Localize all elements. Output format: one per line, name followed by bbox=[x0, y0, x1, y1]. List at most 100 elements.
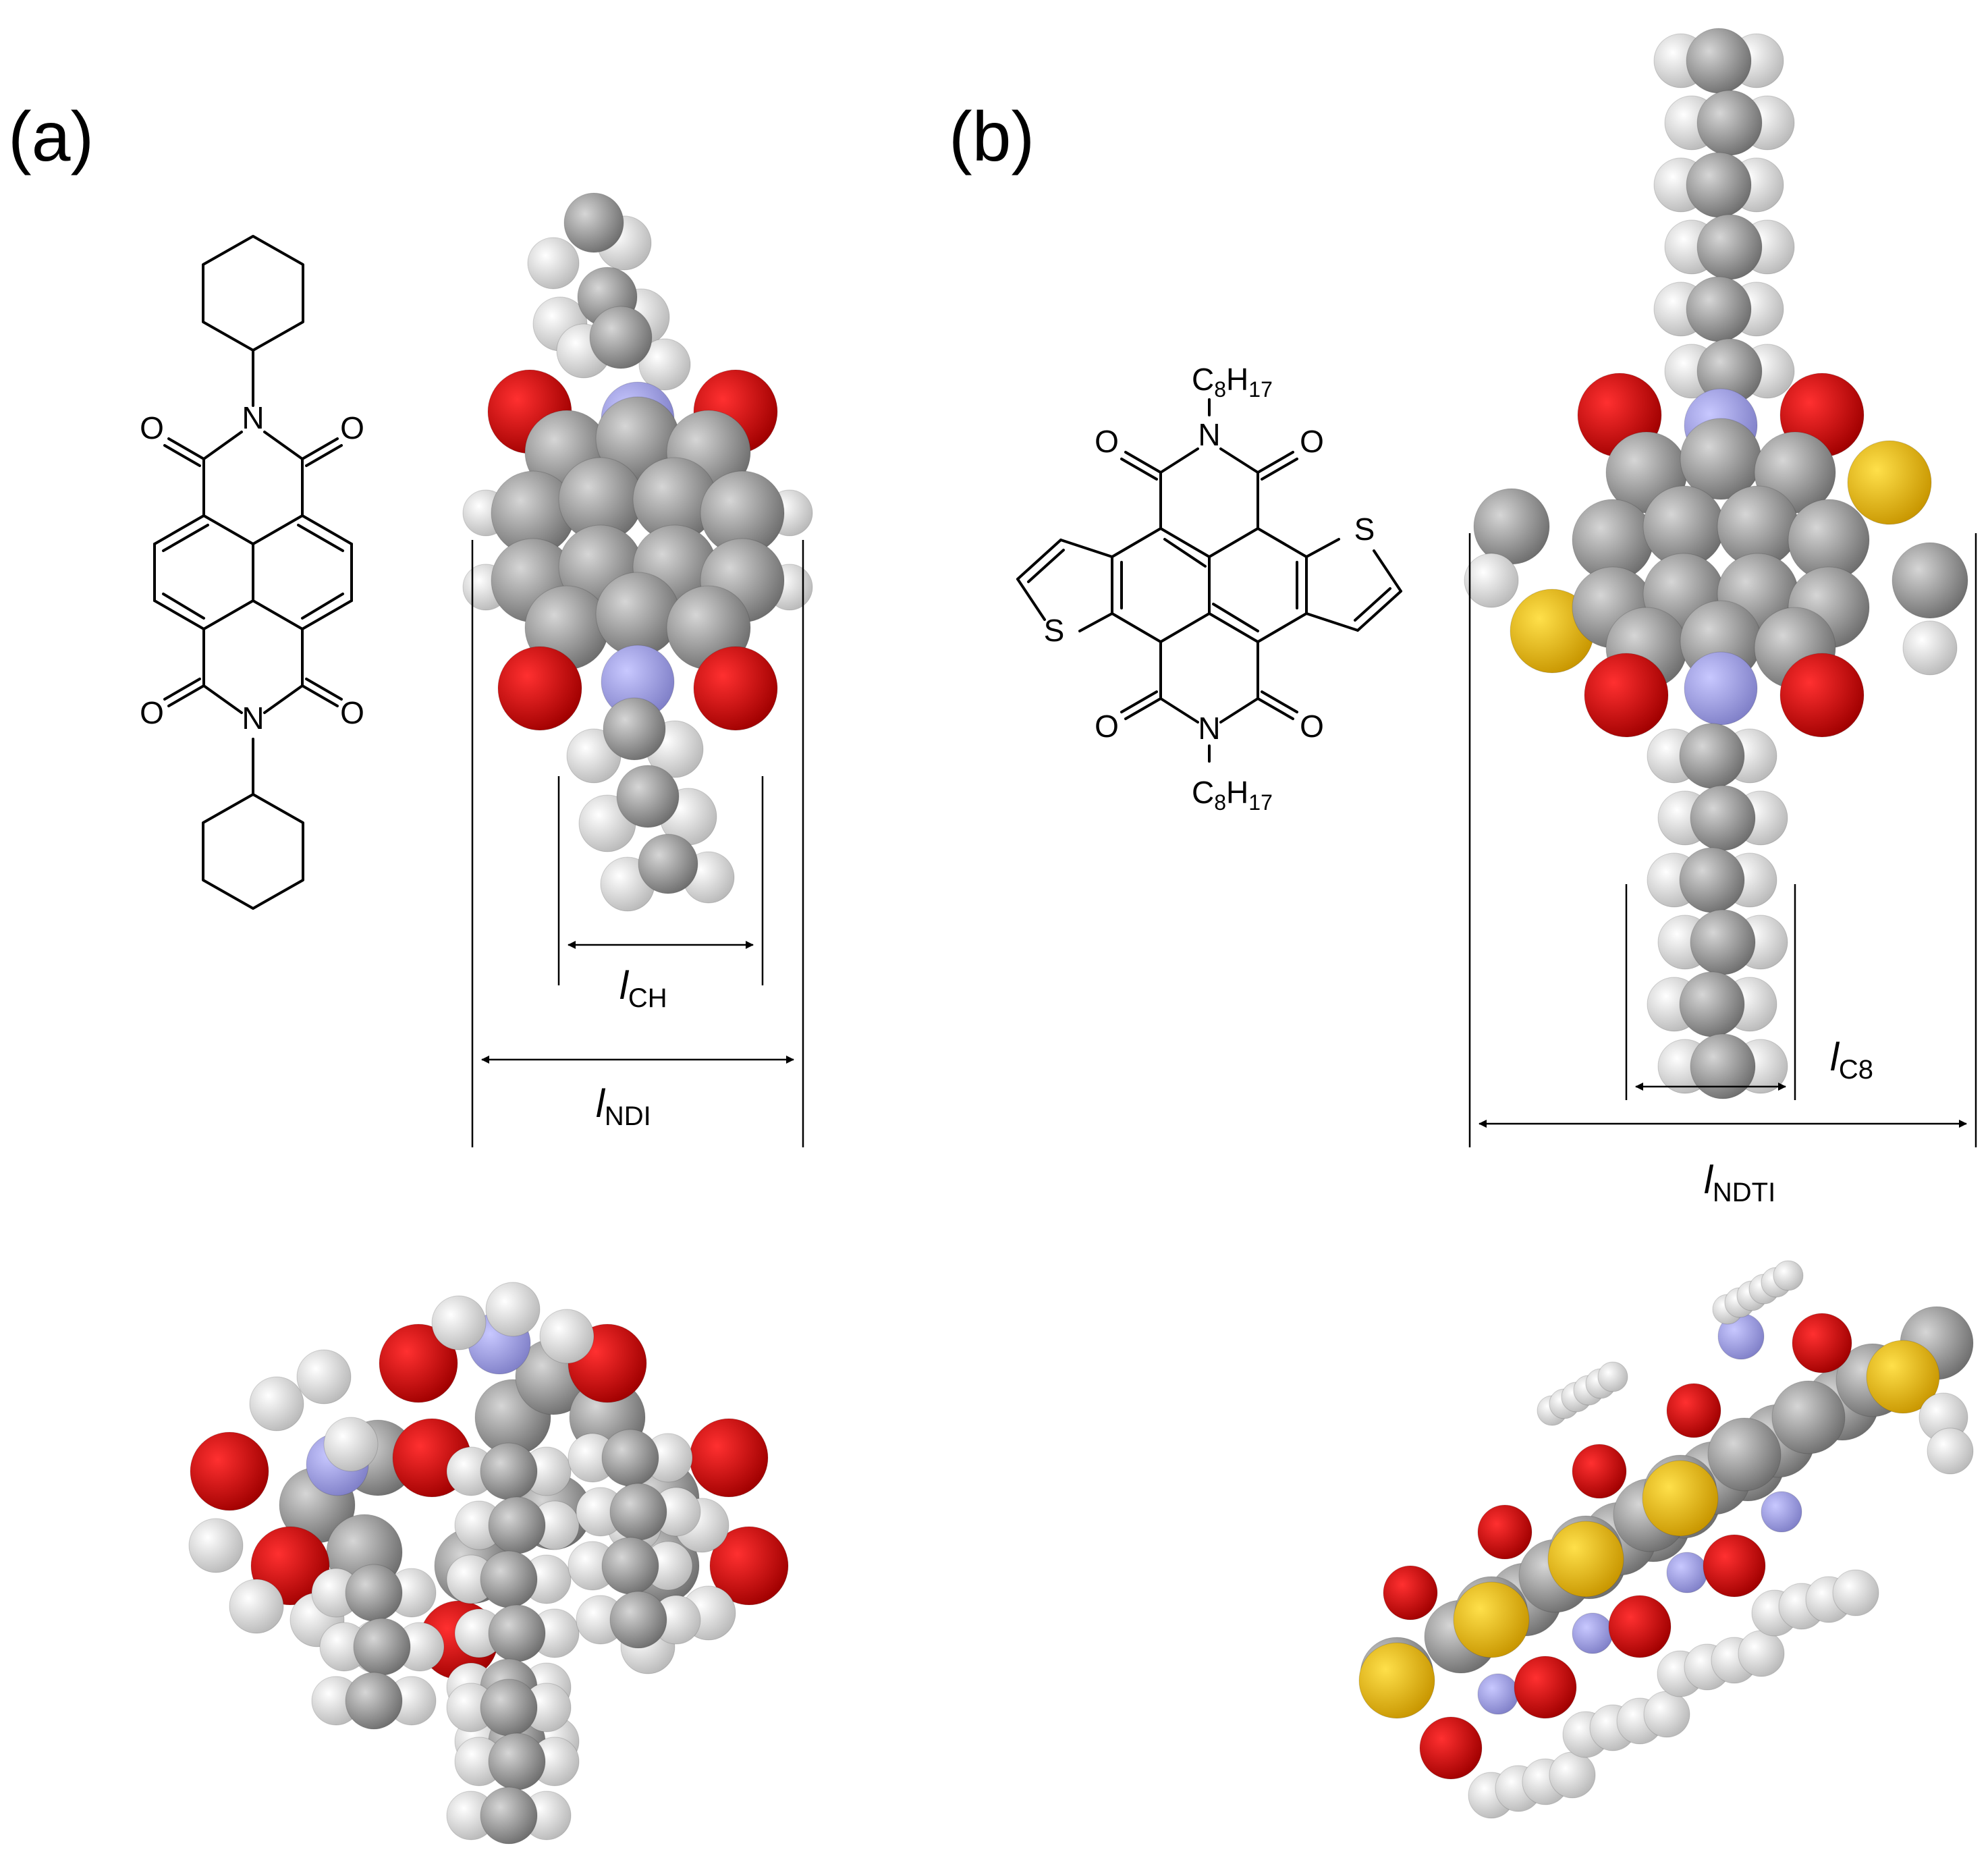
atom-o-bl: O bbox=[140, 695, 164, 730]
cyclohexane-ring-bottom bbox=[202, 793, 304, 910]
ndi-crystal-packing bbox=[188, 1282, 789, 1845]
carbon-atom bbox=[480, 1786, 538, 1845]
ndti-crystal-packing bbox=[1358, 1260, 1974, 1819]
cyclohexane-ring-top bbox=[202, 235, 304, 352]
carbon-atom bbox=[1707, 1417, 1782, 1492]
carbon-atom bbox=[1679, 847, 1745, 913]
carbon-atom bbox=[609, 1483, 667, 1541]
hydrogen-atom bbox=[296, 1349, 352, 1404]
sulfur-atom bbox=[1866, 1340, 1940, 1414]
substituent-top: C8H17 bbox=[1192, 362, 1273, 402]
hydrogen-atom bbox=[249, 1376, 304, 1431]
hydrogen-atom bbox=[431, 1295, 487, 1350]
hydrogen-atom bbox=[485, 1282, 541, 1337]
carbon-atom bbox=[601, 1429, 659, 1487]
sulfur-atom bbox=[1453, 1581, 1530, 1658]
oxygen-atom bbox=[1703, 1534, 1766, 1598]
carbon-atom bbox=[1686, 276, 1752, 342]
atom-s-left: S bbox=[1044, 613, 1065, 648]
oxygen-atom bbox=[190, 1431, 269, 1511]
atom-n-bottom: N bbox=[242, 701, 264, 736]
carbon-atom bbox=[1686, 28, 1752, 94]
carbon-atom bbox=[480, 1550, 538, 1608]
carbon-atom bbox=[563, 192, 624, 253]
ndti-c8-structure: C8H17 N O O S bbox=[1016, 362, 1402, 815]
hydrogen-atom bbox=[1738, 1630, 1785, 1677]
oxygen-atom bbox=[1666, 1383, 1721, 1438]
nitrogen-atom bbox=[1684, 651, 1758, 726]
sulfur-atom bbox=[1547, 1521, 1624, 1598]
carbon-atom bbox=[345, 1672, 403, 1730]
hydrogen-atom bbox=[527, 237, 580, 290]
oxygen-atom bbox=[497, 646, 582, 731]
label-l-c8: lC8 bbox=[1830, 1035, 1873, 1085]
oxygen-atom bbox=[1477, 1504, 1533, 1560]
carbon-atom bbox=[1686, 152, 1752, 218]
carbon-atom bbox=[1690, 909, 1756, 975]
hydrogen-atom bbox=[539, 1309, 595, 1364]
nitrogen-atom bbox=[1572, 1612, 1613, 1654]
atom-s-right: S bbox=[1354, 512, 1375, 547]
hydrogen-atom bbox=[638, 338, 691, 391]
nitrogen-atom bbox=[1761, 1491, 1802, 1533]
atom-n-top-b: N bbox=[1198, 417, 1220, 452]
carbon-atom bbox=[488, 1732, 546, 1791]
carbon-atom bbox=[601, 1537, 659, 1595]
atom-n-top: N bbox=[242, 400, 264, 435]
carbon-atom bbox=[1473, 488, 1550, 565]
oxygen-atom bbox=[1514, 1656, 1577, 1719]
carbon-atom bbox=[1696, 90, 1763, 156]
dimension-l-ndi: lNDI bbox=[471, 540, 804, 1147]
hydrogen-atom bbox=[1902, 620, 1958, 676]
hydrogen-atom bbox=[1773, 1260, 1804, 1291]
atom-o-tr: O bbox=[340, 410, 364, 445]
atom-o-br-b: O bbox=[1300, 709, 1324, 744]
oxygen-atom bbox=[1419, 1716, 1483, 1780]
panel-label-b: (b) bbox=[949, 98, 1034, 176]
atom-o-tl-b: O bbox=[1095, 424, 1119, 459]
oxygen-atom bbox=[1572, 1444, 1627, 1499]
substituent-bottom: C8H17 bbox=[1192, 775, 1273, 815]
atom-o-tr-b: O bbox=[1300, 424, 1324, 459]
dimension-l-ndti: lNDTI bbox=[1468, 533, 1977, 1207]
hydrogen-atom bbox=[1832, 1569, 1879, 1616]
carbon-atom bbox=[589, 306, 653, 369]
label-l-ndi: lNDI bbox=[596, 1082, 651, 1131]
oxygen-atom bbox=[709, 1526, 789, 1606]
oxygen-atom bbox=[1608, 1595, 1672, 1658]
atom-o-br: O bbox=[340, 695, 364, 730]
panel-label-a: (a) bbox=[8, 98, 94, 176]
ndi-spacefill-model bbox=[462, 192, 813, 912]
atom-o-bl-b: O bbox=[1095, 709, 1119, 744]
carbon-atom bbox=[1679, 971, 1745, 1037]
ndti-spacefill-model bbox=[1464, 28, 1968, 1099]
sulfur-atom bbox=[1847, 440, 1932, 525]
carbon-atom bbox=[638, 834, 698, 894]
carbon-atom bbox=[1892, 542, 1968, 619]
carbon-atom bbox=[480, 1442, 538, 1500]
oxygen-atom bbox=[1383, 1565, 1438, 1620]
carbon-atom bbox=[1696, 214, 1763, 280]
dimension-l-ch: lCH bbox=[557, 776, 764, 1013]
dimension-l-c8: lC8 bbox=[1625, 884, 1873, 1100]
oxygen-atom bbox=[379, 1323, 458, 1403]
hydrogen-atom bbox=[229, 1579, 284, 1634]
carbon-atom bbox=[609, 1591, 667, 1649]
oxygen-atom bbox=[1779, 653, 1865, 738]
carbon-atom bbox=[345, 1564, 403, 1622]
nitrogen-atom bbox=[1666, 1552, 1708, 1593]
hydrogen-atom bbox=[323, 1417, 379, 1472]
carbon-atom bbox=[603, 697, 666, 761]
atom-o-tl: O bbox=[140, 410, 164, 445]
nitrogen-atom bbox=[1477, 1673, 1519, 1715]
hydrogen-atom bbox=[1927, 1427, 1974, 1475]
carbon-atom bbox=[488, 1604, 546, 1662]
carbon-atom bbox=[616, 765, 680, 828]
carbon-atom bbox=[1690, 785, 1756, 851]
oxygen-atom bbox=[693, 646, 778, 731]
hydrogen-atom bbox=[1643, 1691, 1690, 1738]
label-l-ch: lCH bbox=[619, 964, 667, 1013]
carbon-atom bbox=[353, 1618, 411, 1676]
ndi-cyclohexyl-structure: N N O O O O bbox=[140, 235, 364, 910]
